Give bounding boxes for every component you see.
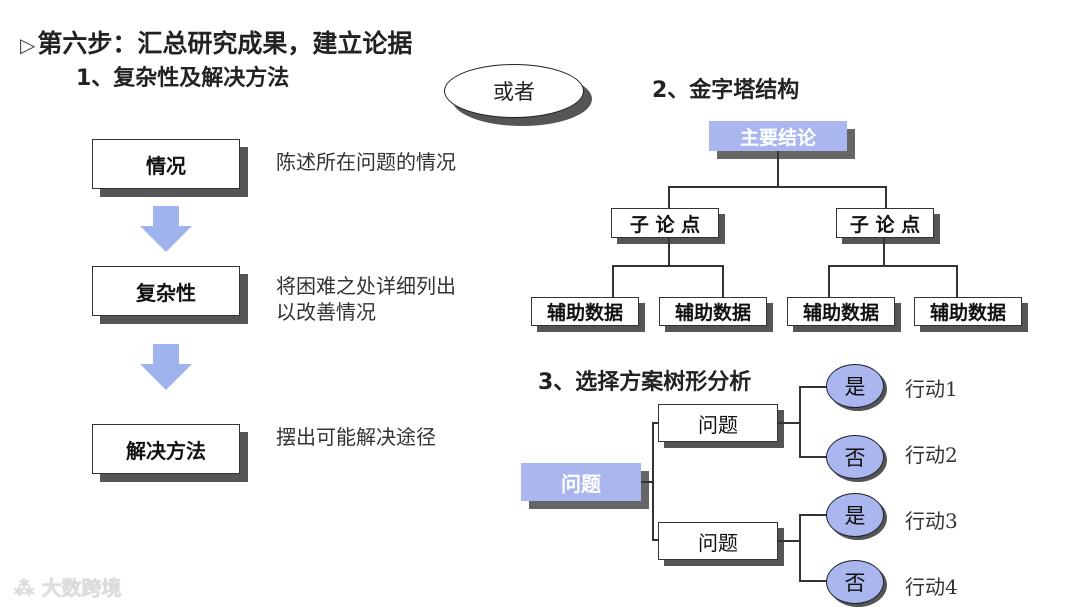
connector-line xyxy=(652,422,658,424)
watermark-logo-icon: ⁂ xyxy=(14,576,35,600)
triangle-bullet-icon: ▷ xyxy=(20,33,36,57)
connector-line xyxy=(883,238,885,266)
sub-question-box: 问题 xyxy=(658,404,778,442)
connector-line xyxy=(799,580,827,582)
answer-yes-node: 是 xyxy=(826,493,884,537)
connector-line xyxy=(799,514,827,516)
or-connector-label: 或者 xyxy=(444,64,584,118)
connector-line xyxy=(652,539,658,541)
step-complexity-desc: 将困难之处详细列出 以改善情况 xyxy=(276,274,456,324)
pyramid-root-box: 主要结论 xyxy=(709,121,847,151)
section1-title: 1、复杂性及解决方法 xyxy=(76,66,290,91)
connector-line xyxy=(668,186,670,208)
step-solution-desc: 摆出可能解决途径 xyxy=(276,425,436,449)
connector-line xyxy=(828,265,830,297)
connector-line xyxy=(722,265,724,297)
step-situation-desc: 陈述所在问题的情况 xyxy=(276,150,456,174)
connector-line xyxy=(799,456,827,458)
tree-root-box: 问题 xyxy=(521,463,641,501)
connector-line xyxy=(777,151,779,187)
support-data-box: 辅助数据 xyxy=(659,297,767,326)
sub-point-box: 子 论 点 xyxy=(836,208,934,238)
or-connector: 或者 xyxy=(444,64,594,126)
action-label: 行动4 xyxy=(905,575,958,599)
connector-line xyxy=(799,514,801,582)
connector-line xyxy=(828,265,958,267)
connector-line xyxy=(778,422,800,424)
action-label: 行动2 xyxy=(905,443,958,467)
step-complexity-box: 复杂性 xyxy=(92,266,240,316)
support-data-box: 辅助数据 xyxy=(531,297,639,326)
connector-line xyxy=(612,265,724,267)
connector-line xyxy=(612,265,614,297)
answer-no-node: 否 xyxy=(826,435,884,479)
connector-line xyxy=(668,186,886,188)
connector-line xyxy=(799,386,801,458)
section3-title: 3、选择方案树形分析 xyxy=(538,370,752,395)
answer-no-node: 否 xyxy=(826,560,884,604)
answer-yes-node: 是 xyxy=(826,364,884,408)
page-title: ▷第六步：汇总研究成果，建立论据 xyxy=(20,29,413,58)
action-label: 行动1 xyxy=(905,377,958,401)
down-arrow-icon xyxy=(140,206,192,252)
watermark: ⁂ 大数跨境 xyxy=(14,576,122,600)
connector-line xyxy=(668,238,670,266)
sub-question-box: 问题 xyxy=(658,522,778,560)
support-data-box: 辅助数据 xyxy=(914,297,1022,326)
step-solution-box: 解决方法 xyxy=(92,424,240,474)
section2-title: 2、金字塔结构 xyxy=(652,78,800,103)
connector-line xyxy=(885,186,887,208)
connector-line xyxy=(956,265,958,297)
connector-line xyxy=(652,422,654,540)
step-situation-box: 情况 xyxy=(92,139,240,189)
sub-point-box: 子 论 点 xyxy=(611,208,719,238)
support-data-box: 辅助数据 xyxy=(787,297,895,326)
connector-line xyxy=(778,540,800,542)
down-arrow-icon xyxy=(140,344,192,390)
action-label: 行动3 xyxy=(905,509,958,533)
connector-line xyxy=(641,481,653,483)
connector-line xyxy=(799,386,827,388)
